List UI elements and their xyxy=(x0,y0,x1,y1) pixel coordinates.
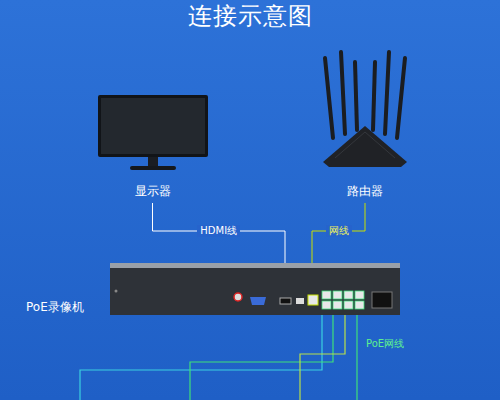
nvr-node: PoE录像机 xyxy=(110,263,400,315)
router-antenna xyxy=(373,62,375,130)
monitor-icon xyxy=(98,95,208,175)
cable-label: HDMI线 xyxy=(197,225,240,237)
usb-port xyxy=(296,298,304,304)
router-antenna xyxy=(341,52,345,134)
poe-port xyxy=(355,301,364,309)
poe-wire xyxy=(190,315,333,400)
router-icon xyxy=(315,50,415,168)
router-node: 路由器 xyxy=(315,50,415,203)
router-antenna xyxy=(355,62,357,130)
router-antenna xyxy=(385,52,389,134)
node-label: 路由器 xyxy=(315,184,415,199)
poe-port xyxy=(333,291,342,299)
poe-wire xyxy=(356,315,357,400)
diagram-title: 连接示意图 xyxy=(0,1,500,31)
poe-port xyxy=(333,301,342,309)
cable-line xyxy=(153,203,286,263)
node-label: PoE录像机 xyxy=(26,300,84,315)
poe-port xyxy=(322,301,331,309)
cable-label: PoE网线 xyxy=(366,338,404,350)
monitor-bezel xyxy=(98,95,208,157)
cable-label: 网线 xyxy=(326,225,352,237)
poe-wire xyxy=(80,315,322,400)
router-antenna xyxy=(397,58,405,138)
nvr-front xyxy=(110,268,400,315)
poe-port xyxy=(355,291,364,299)
cable-line xyxy=(312,203,365,263)
poe-port xyxy=(344,301,353,309)
lan-port xyxy=(308,295,318,305)
router-antenna xyxy=(325,58,333,138)
monitor-node: 显示器 xyxy=(95,95,210,203)
power-socket xyxy=(372,292,392,308)
poe-port xyxy=(344,291,353,299)
monitor-neck xyxy=(148,157,158,167)
poe-wire xyxy=(300,315,345,400)
monitor-base xyxy=(130,166,176,170)
vga-port xyxy=(250,297,266,305)
node-label: 显示器 xyxy=(95,184,210,199)
hdmi-port xyxy=(280,298,291,304)
poe-port xyxy=(322,291,331,299)
power-button xyxy=(234,293,242,301)
router-ridge xyxy=(335,132,395,158)
nvr-top xyxy=(110,263,400,268)
router-body xyxy=(323,126,407,167)
nvr-icon xyxy=(110,263,400,315)
monitor-screen xyxy=(101,98,205,154)
screw xyxy=(115,290,118,293)
